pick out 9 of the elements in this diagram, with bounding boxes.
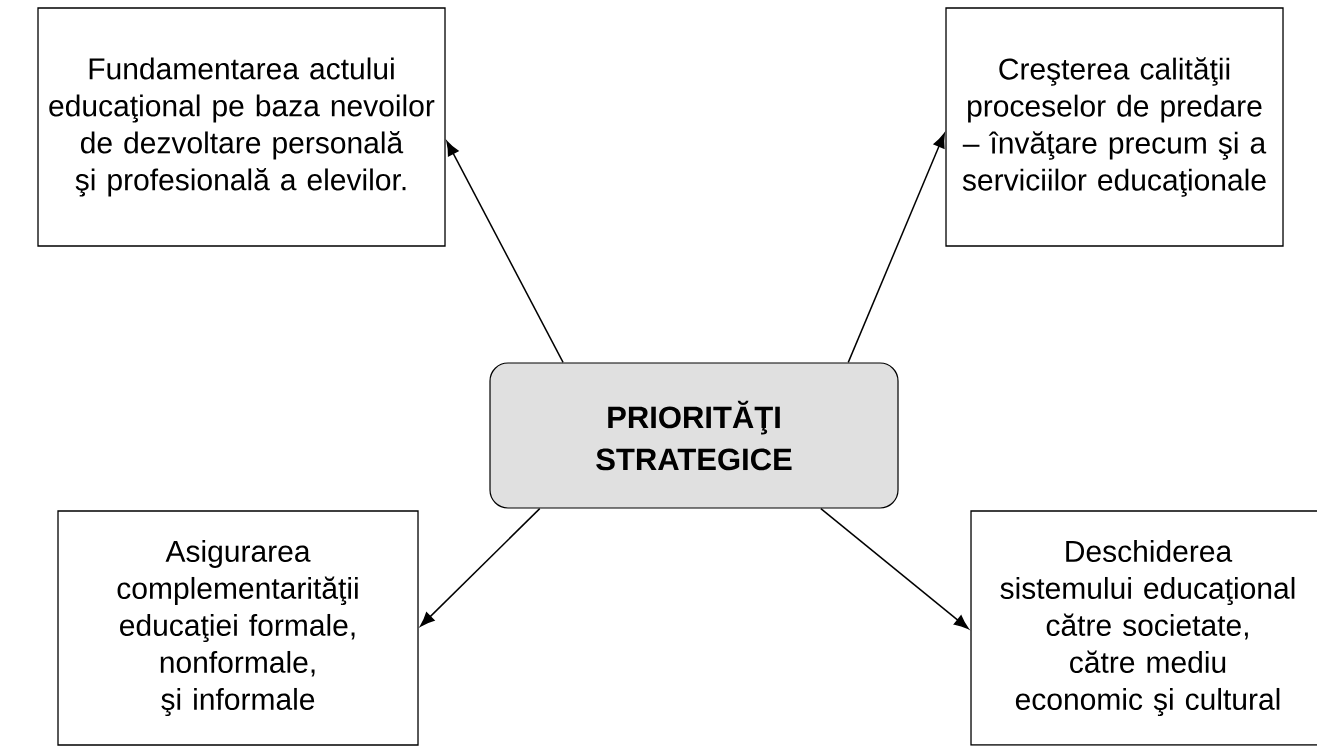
arrow <box>420 507 541 627</box>
rounded-box: PRIORITĂŢI STRATEGICE <box>489 362 899 509</box>
arrow <box>847 133 945 364</box>
text-box: Asigurarea complementarităţii educaţiei formale, nonformale, şi informale <box>57 510 419 746</box>
arrow <box>446 140 564 364</box>
text-box: Deschiderea sistemului educaţional către societate, către mediu economic şi cultural <box>970 510 1317 746</box>
text-box: Fundamentarea actului educaţional pe baza nevoilor de dezvoltare personală şi profesională a elevilor. <box>37 7 446 247</box>
arrow <box>820 507 969 630</box>
text-box: Creşterea calităţii proceselor de predare – învăţare precum şi a serviciilor educaţionale <box>945 7 1284 247</box>
